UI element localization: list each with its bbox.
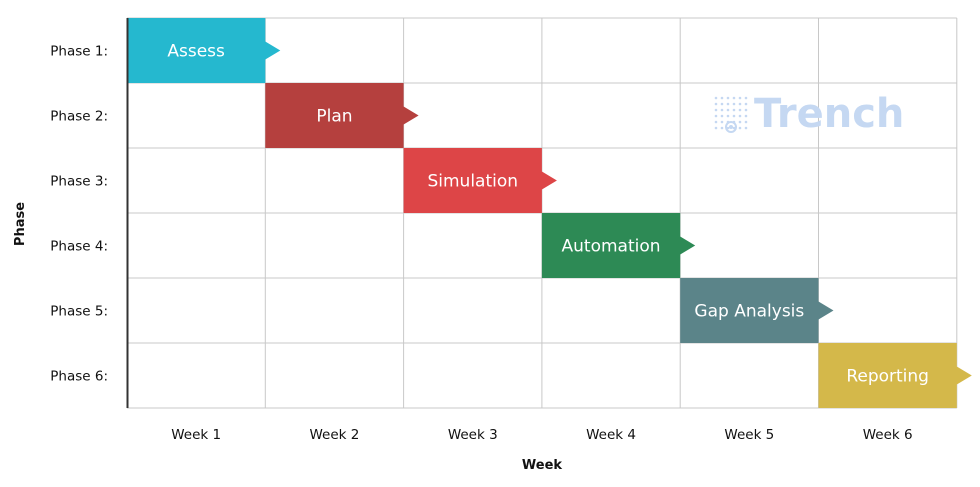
logo-dot (720, 96, 724, 100)
logo-dot (738, 114, 742, 118)
logo-dot (732, 108, 736, 112)
logo-ring (725, 121, 737, 133)
logo-dot (714, 126, 718, 130)
logo-dot (744, 102, 748, 106)
task-bar (818, 343, 972, 408)
task-bar (127, 18, 281, 83)
logo-dot (732, 126, 736, 130)
logo-dot (744, 114, 748, 118)
task-bar (265, 83, 419, 148)
logo-ring-center (729, 125, 733, 129)
week-labels: Week 1 Week 2 Week 3 Week 4 Week 5 Week 6 (171, 427, 912, 443)
phase-label: Phase 6: (50, 369, 108, 385)
logo-dot (744, 120, 748, 124)
logo-dot (738, 126, 742, 130)
trench-logo-text: Trench (754, 91, 904, 137)
logo-dot (738, 120, 742, 124)
logo-dot (738, 108, 742, 112)
y-axis-title: Phase (13, 202, 28, 246)
task-bar-label: Reporting (846, 367, 929, 387)
phase-label: Phase 4: (50, 239, 108, 255)
logo-dot (720, 120, 724, 124)
week-label: Week 6 (863, 427, 913, 443)
x-axis-title: Week (522, 458, 563, 473)
logo-dot (744, 108, 748, 112)
logo-dot (726, 102, 730, 106)
logo-dot (714, 96, 718, 100)
logo-dot (726, 114, 730, 118)
task-bar (541, 213, 696, 278)
week-label: Week 2 (310, 427, 360, 443)
week-label: Week 1 (171, 427, 221, 443)
logo-dot (726, 108, 730, 112)
phase-label: Phase 5: (50, 304, 108, 320)
logo-dot (714, 108, 718, 112)
phase-label: Phase 2: (50, 109, 108, 125)
trench-logo: Trench (714, 91, 904, 137)
logo-dot (738, 102, 742, 106)
logo-dot (732, 96, 736, 100)
task-bar-label: Simulation (427, 172, 518, 192)
logo-dot (720, 102, 724, 106)
task-bar-label: Assess (167, 42, 225, 62)
task-bar-label: Gap Analysis (694, 302, 804, 322)
logo-dot (738, 96, 742, 100)
week-label: Week 4 (586, 427, 636, 443)
task-bar-label: Automation (562, 237, 661, 257)
phase-labels: Phase 1: Phase 2: Phase 3: Phase 4: Phase 5:… (50, 44, 108, 385)
logo-dot (744, 126, 748, 130)
logo-dot (732, 102, 736, 106)
phase-label: Phase 1: (50, 44, 108, 60)
logo-dot (714, 102, 718, 106)
logo-dot (714, 120, 718, 124)
task-bar-label: Plan (316, 107, 352, 127)
logo-dot (720, 126, 724, 130)
task-bar (680, 278, 834, 343)
logo-dot (732, 114, 736, 118)
week-label: Week 3 (448, 427, 498, 443)
trench-logo-icon (714, 96, 748, 133)
phase-label: Phase 3: (50, 174, 108, 190)
logo-dot (726, 126, 730, 130)
logo-dot (720, 114, 724, 118)
week-label: Week 5 (724, 427, 774, 443)
logo-dot (726, 96, 730, 100)
task-bar (403, 148, 557, 213)
logo-dot (720, 108, 724, 112)
logo-dot (714, 114, 718, 118)
logo-dot (744, 96, 748, 100)
